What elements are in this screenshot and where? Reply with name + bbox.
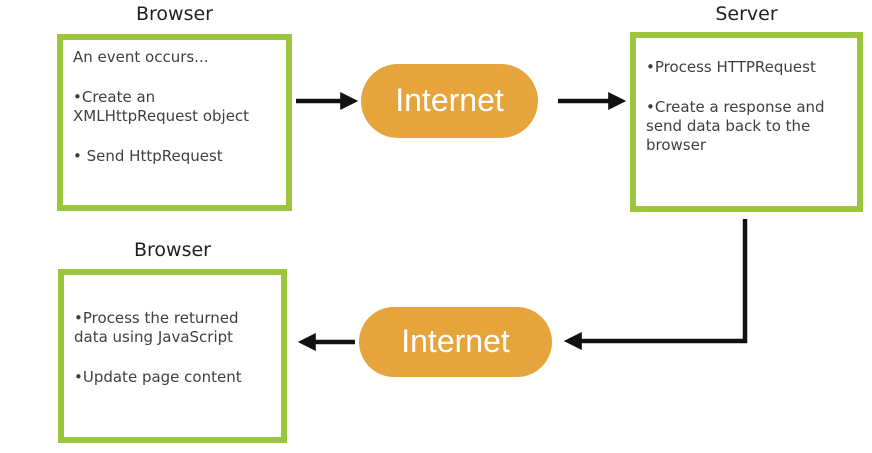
server-box: •Process HTTPRequest •Create a response …: [630, 32, 863, 212]
internet-request-node: Internet: [361, 64, 538, 138]
browser-response-box: •Process the returned data using JavaScr…: [58, 269, 287, 443]
browser-response-line-update-page: •Update page content: [74, 368, 242, 386]
server-content: •Process HTTPRequest •Create a response …: [636, 38, 857, 155]
browser-response-title: Browser: [134, 239, 211, 261]
internet-response-label: Internet: [401, 322, 510, 359]
internet-request-label: Internet: [395, 81, 504, 118]
browser-request-content: An event occurs... •Create an XMLHttpReq…: [63, 40, 286, 166]
browser-request-box: An event occurs... •Create an XMLHttpReq…: [57, 34, 292, 211]
browser-response-line-process-data: •Process the returned data using JavaScr…: [74, 309, 239, 346]
browser-request-line-send-request: • Send HttpRequest: [73, 147, 223, 165]
browser-response-content: •Process the returned data using JavaScr…: [64, 275, 281, 387]
internet-response-node: Internet: [359, 307, 552, 377]
server-line-process-request: •Process HTTPRequest: [646, 58, 816, 76]
server-line-create-response: •Create a response and send data back to…: [646, 98, 825, 154]
browser-request-line-create-xhr: •Create an XMLHttpRequest object: [73, 88, 250, 125]
server-title: Server: [715, 3, 778, 25]
arrow-server-to-internet: [563, 219, 748, 350]
browser-request-title: Browser: [136, 3, 213, 25]
browser-request-line-event: An event occurs...: [73, 48, 209, 66]
